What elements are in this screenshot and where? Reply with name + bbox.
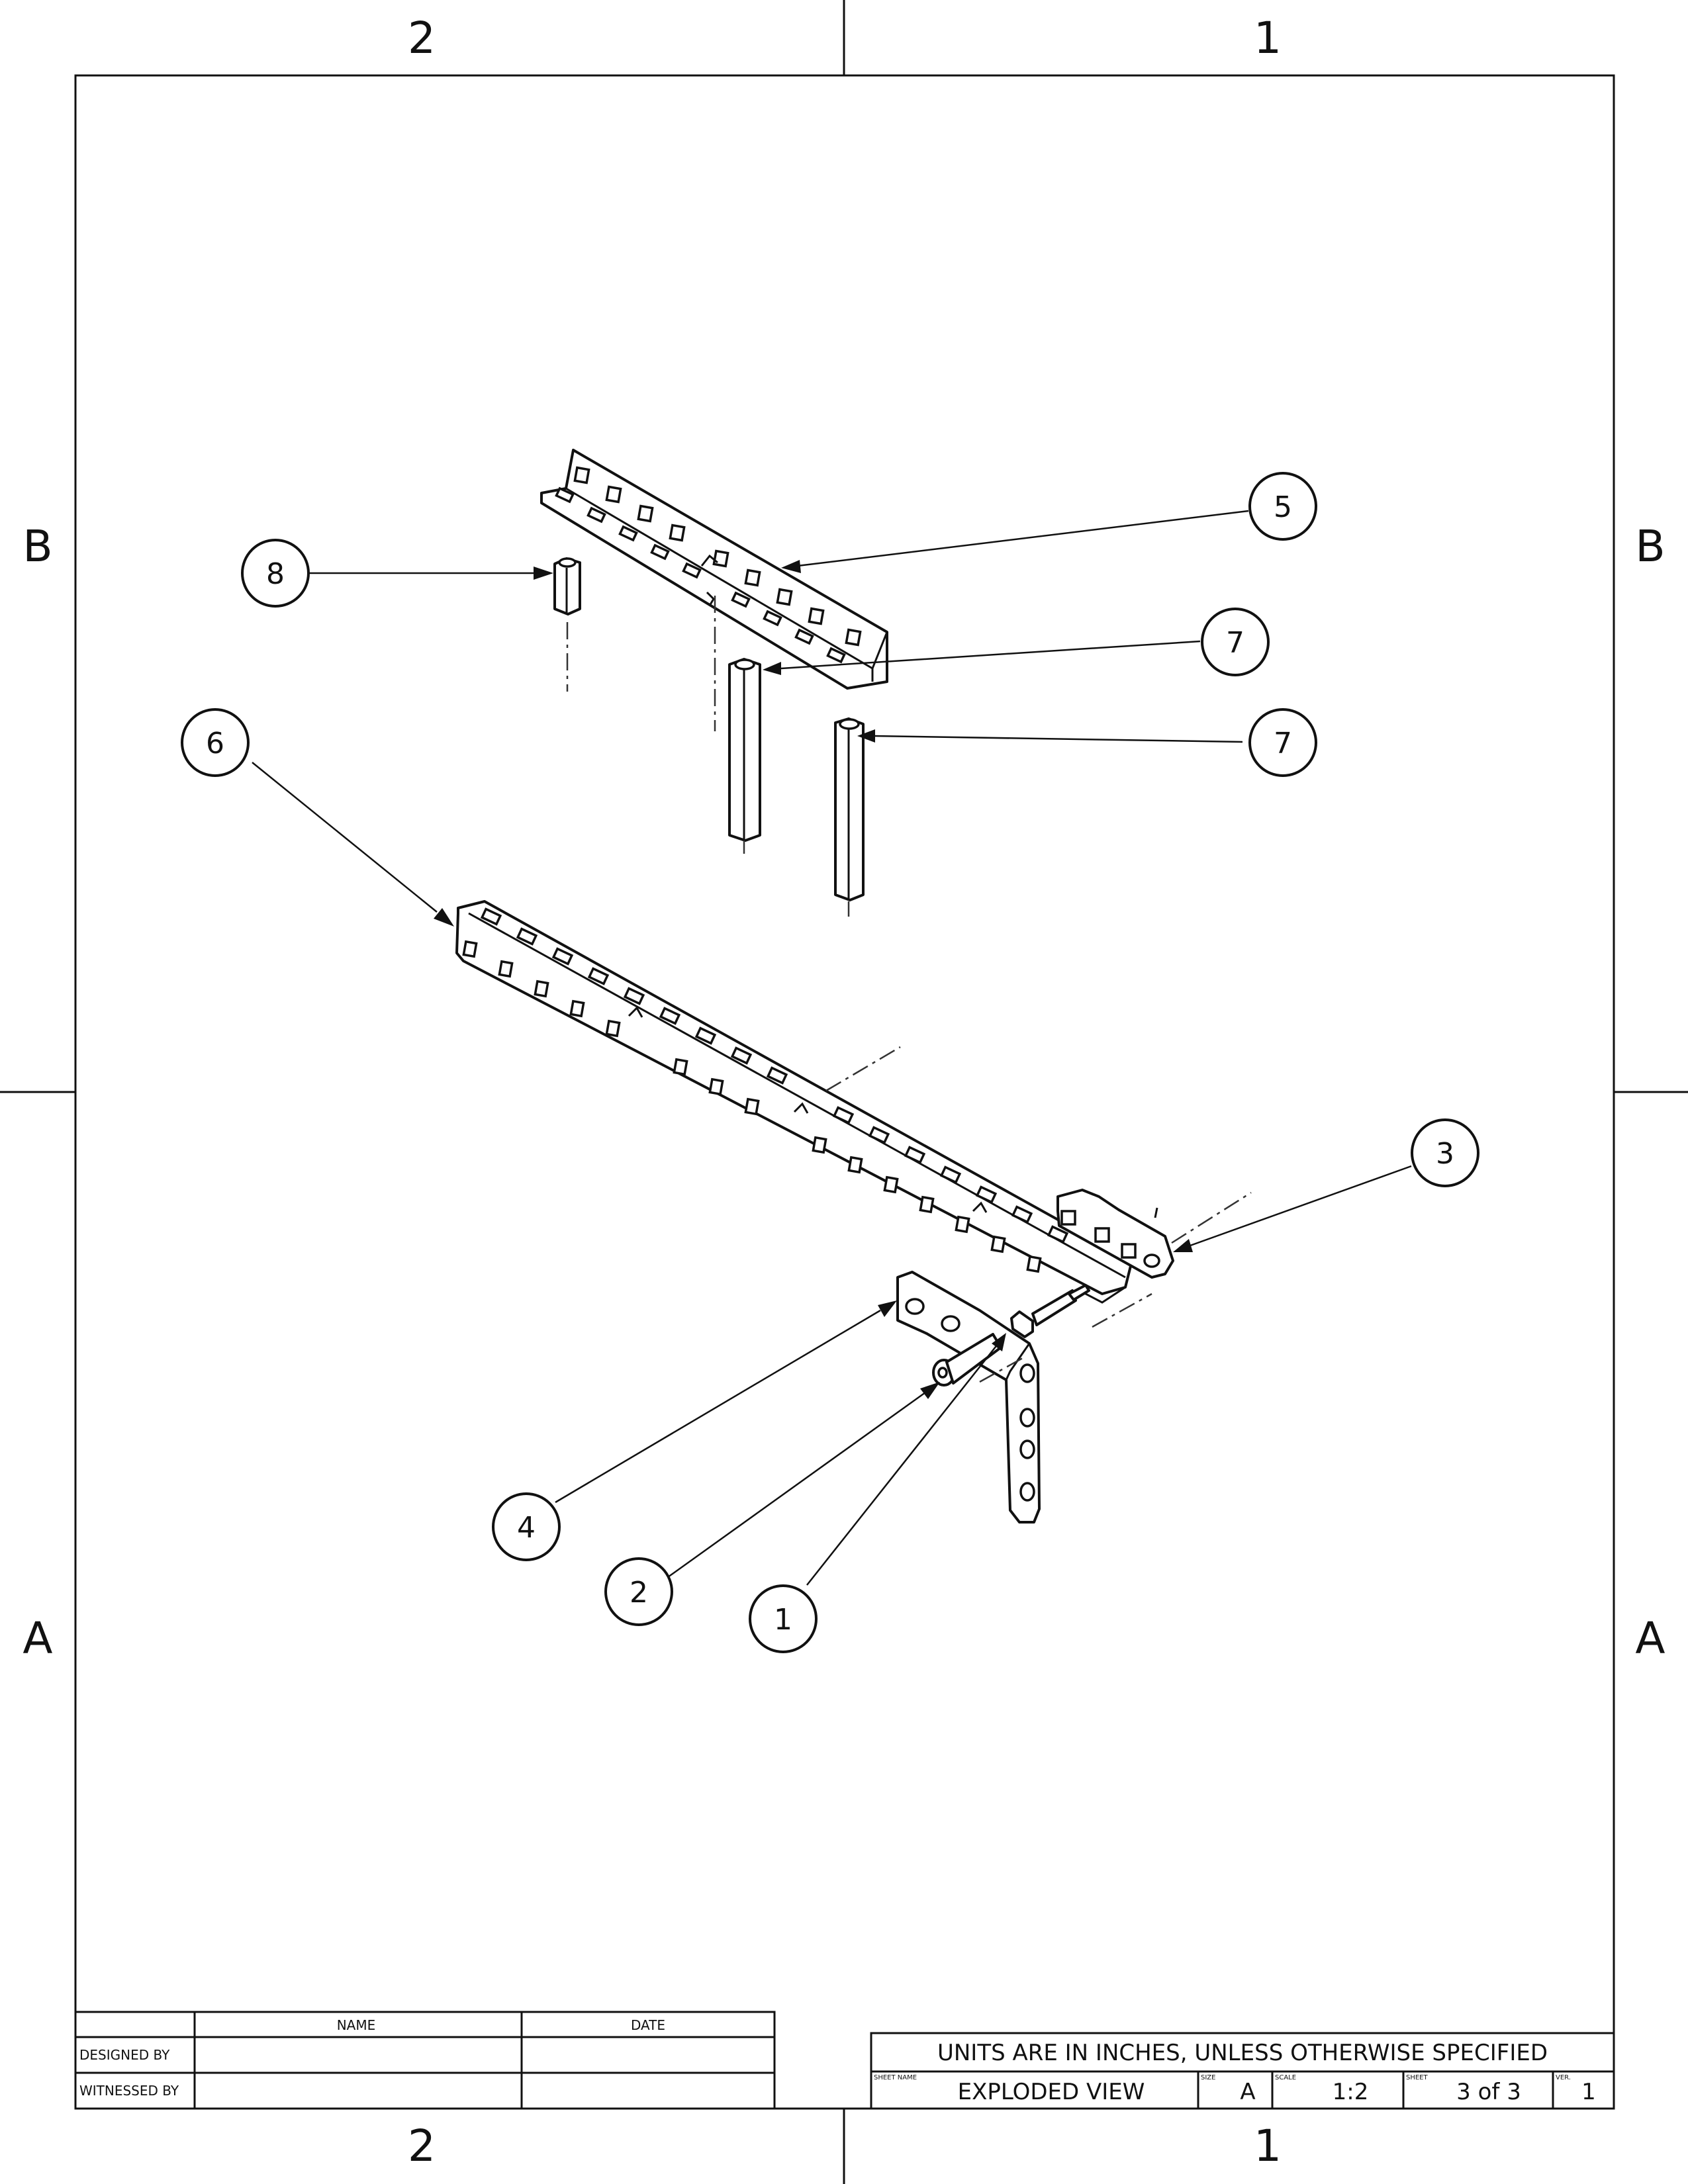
part-5-lower-holes <box>555 486 846 664</box>
balloon-4-label: 4 <box>517 1511 536 1545</box>
zone-label-left-upper: B <box>23 521 52 572</box>
part-5-angle-bracket <box>540 449 888 690</box>
designed-by-label: DESIGNED BY <box>79 2047 170 2063</box>
date-column-header: DATE <box>631 2017 665 2033</box>
part-3-clamp <box>1056 1189 1252 1328</box>
balloon-3: 3 <box>1411 1118 1479 1187</box>
part-6-top-holes <box>480 907 1069 1244</box>
witnessed-by-label: WITNESSED BY <box>79 2083 179 2099</box>
part-8-short-standoff <box>553 557 581 692</box>
part-5-upper-holes <box>573 466 862 647</box>
sheet-name-label: SHEET NAME <box>874 2074 917 2081</box>
balloon-6-label: 6 <box>206 727 224 760</box>
size-value: A <box>1240 2079 1255 2105</box>
sheet-number: 3 of 3 <box>1456 2079 1521 2105</box>
balloon-7b: 7 <box>1248 708 1317 777</box>
part-2-button-head-screw <box>932 1333 1002 1387</box>
balloon-7a: 7 <box>1201 608 1270 676</box>
drawing-border <box>74 74 1615 2110</box>
units-note: UNITS ARE IN INCHES, UNLESS OTHERWISE SP… <box>937 2040 1548 2066</box>
zone-label-left-lower: A <box>23 1613 52 1664</box>
part-6-long-channel <box>455 900 1133 1304</box>
scale-value: 1:2 <box>1333 2079 1369 2105</box>
name-column-header: NAME <box>337 2017 376 2033</box>
balloon-1-label: 1 <box>774 1603 792 1637</box>
sheet-label: SHEET <box>1406 2074 1429 2081</box>
balloon-8-label: 8 <box>266 557 285 591</box>
size-label: SIZE <box>1201 2074 1215 2081</box>
zone-label-top-right: 1 <box>1254 13 1282 64</box>
zone-label-top-left: 2 <box>408 13 436 64</box>
zone-label-right-upper: B <box>1635 521 1665 572</box>
balloon-1: 1 <box>749 1584 818 1653</box>
balloon-5: 5 <box>1248 472 1317 541</box>
balloon-7b-label: 7 <box>1274 727 1292 760</box>
balloon-8: 8 <box>241 539 310 608</box>
zone-label-bottom-left: 2 <box>408 2120 436 2171</box>
balloon-5-label: 5 <box>1274 490 1292 524</box>
balloon-3-label: 3 <box>1436 1137 1454 1171</box>
balloon-7a-label: 7 <box>1226 626 1244 660</box>
zone-labels: 2 1 2 1 B B A A <box>23 13 1665 2171</box>
scale-label: SCALE <box>1275 2074 1296 2081</box>
sheet-name: EXPLODED VIEW <box>958 2079 1145 2105</box>
zone-label-bottom-right: 1 <box>1254 2120 1282 2171</box>
part-6-side-holes <box>462 940 1042 1273</box>
part-1-screw <box>979 1284 1090 1383</box>
balloon-6: 6 <box>181 708 250 777</box>
balloon-2: 2 <box>604 1557 673 1626</box>
title-block: UNITS ARE IN INCHES, UNLESS OTHERWISE SP… <box>870 2032 1615 2110</box>
part-7-standoff-right <box>834 717 865 917</box>
version-value: 1 <box>1581 2079 1596 2105</box>
signature-block: NAME DATE DESIGNED BY WITNESSED BY <box>74 2011 776 2110</box>
part-4-l-bracket <box>896 1271 1041 1524</box>
version-label: VER. <box>1556 2074 1571 2081</box>
zone-label-right-lower: A <box>1635 1613 1665 1664</box>
part-7-standoff-left <box>714 596 761 854</box>
balloon-2-label: 2 <box>630 1576 648 1610</box>
balloon-4: 4 <box>492 1492 561 1561</box>
leader-lines <box>252 510 1412 1586</box>
